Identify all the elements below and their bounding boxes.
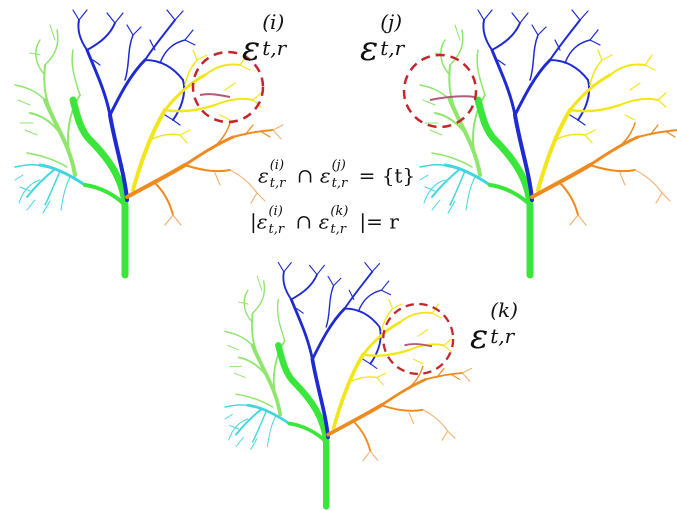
highlight-circle xyxy=(402,53,478,129)
highlighted-branch xyxy=(404,343,433,348)
label-eps-i: ε (i) t,r xyxy=(242,10,287,69)
equation-intersection-ik: |ε (i) t,r ∩ ε (k) t,r |= r xyxy=(250,204,399,237)
highlighted-branch xyxy=(199,93,231,98)
highlight-circle xyxy=(382,302,455,376)
highlight-circle xyxy=(191,50,265,124)
tree-bottom xyxy=(225,263,472,507)
highlighted-branch xyxy=(429,95,476,101)
equation-intersection-ij: ε (i) t,r ∩ ε (j) t,r = {t} xyxy=(258,158,416,191)
tree-top-right xyxy=(402,10,677,275)
label-eps-k: ε (k) t,r xyxy=(470,298,518,357)
tree-top-left xyxy=(15,10,283,275)
label-eps-j: ε (j) t,r xyxy=(360,10,405,69)
